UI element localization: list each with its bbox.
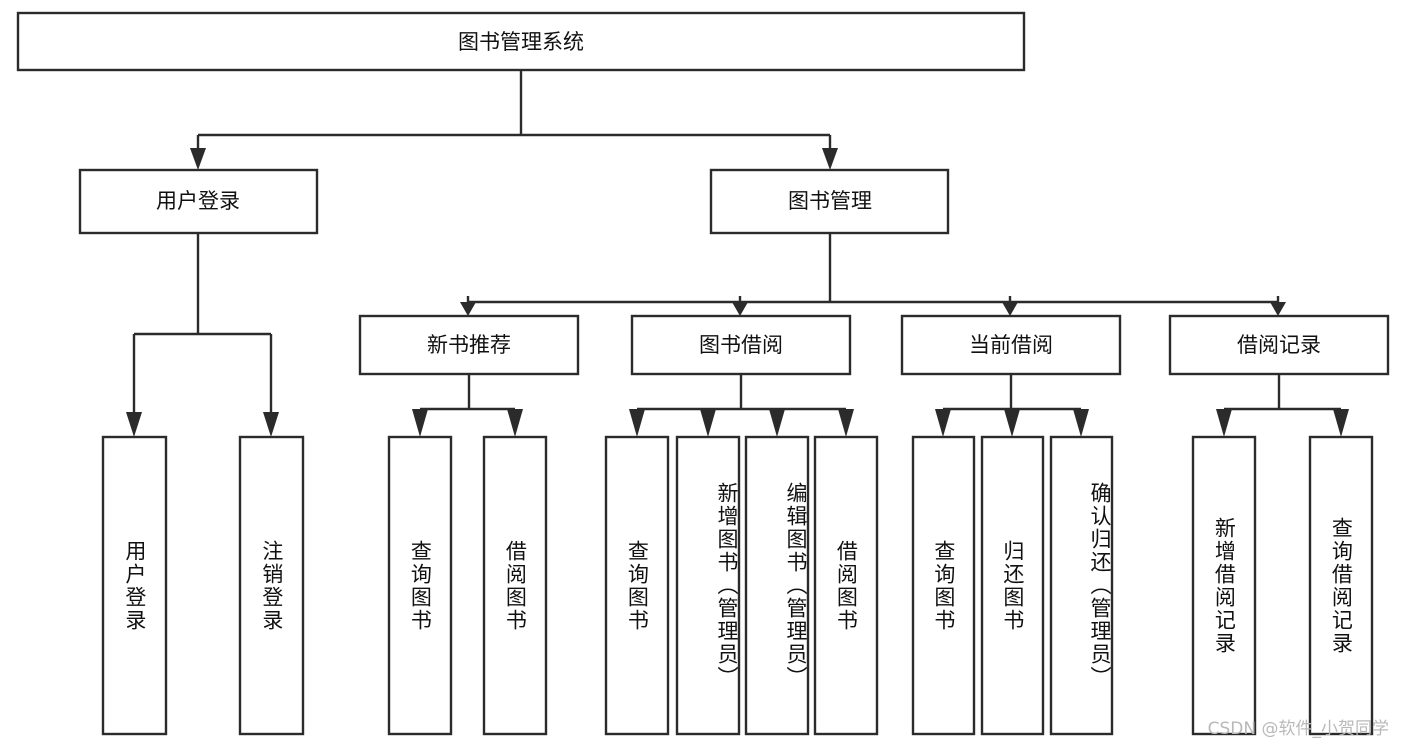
arrow-head-user-login bbox=[190, 148, 206, 170]
arrow-head-borrow-record bbox=[1270, 302, 1286, 316]
arrow-head-leaf-borrow-book-rec bbox=[507, 409, 523, 437]
arrow-head-book-manage bbox=[822, 148, 838, 170]
arrow-head-leaf-query-book-bor bbox=[629, 409, 645, 437]
node-leaf-add-book-box[interactable] bbox=[675, 435, 741, 736]
arrow-head-leaf-user-login bbox=[126, 412, 142, 437]
node-book-manage-box[interactable] bbox=[709, 168, 950, 235]
connector-group-current-borrow bbox=[935, 374, 1089, 437]
node-root[interactable]: 图书管理系统 bbox=[16, 11, 1026, 72]
arrow-head-leaf-add-book bbox=[700, 409, 716, 437]
node-current-borrow-label: 当前借阅 bbox=[969, 333, 1053, 357]
node-user-login-box[interactable] bbox=[78, 168, 319, 235]
connector-group-new-book-recommend bbox=[412, 374, 523, 437]
arrow-head-book-borrow bbox=[732, 302, 748, 316]
node-new-book-recommend-box[interactable] bbox=[358, 314, 580, 376]
node-root-box[interactable] bbox=[16, 11, 1026, 72]
connector-group-borrow-record bbox=[1216, 374, 1349, 437]
connector-group-book-manage bbox=[460, 233, 1286, 316]
node-borrow-record-box[interactable] bbox=[1168, 314, 1390, 376]
node-leaf-return-book-box[interactable] bbox=[980, 435, 1045, 736]
node-new-book-recommend[interactable]: 新书推荐 bbox=[358, 314, 580, 376]
arrow-head-leaf-logout bbox=[263, 412, 279, 437]
arrow-head-leaf-borrow-book-bor bbox=[838, 409, 854, 437]
arrow-head-leaf-query-book-rec bbox=[412, 409, 428, 437]
node-leaf-user-login-box[interactable] bbox=[101, 435, 168, 736]
arrow-head-leaf-query-book-cur bbox=[935, 409, 951, 437]
arrow-head-leaf-edit-book bbox=[769, 409, 785, 437]
connector-group-user-login bbox=[126, 233, 279, 437]
node-leaf-query-book-bor-box[interactable] bbox=[604, 435, 670, 736]
arrow-head-current-borrow bbox=[1002, 302, 1018, 316]
leaf-boxes-group bbox=[101, 435, 1374, 736]
node-leaf-query-book-rec-box[interactable] bbox=[387, 435, 453, 736]
node-book-borrow-label: 图书借阅 bbox=[699, 333, 783, 357]
arrow-head-leaf-add-record bbox=[1216, 409, 1232, 437]
node-leaf-query-book-cur-box[interactable] bbox=[911, 435, 976, 736]
csdn-watermark: CSDN @软件_小贺同学 bbox=[1207, 719, 1389, 739]
node-borrow-record[interactable]: 借阅记录 bbox=[1168, 314, 1390, 376]
arrow-head-new-book-recommend bbox=[460, 302, 476, 316]
node-book-borrow-box[interactable] bbox=[630, 314, 852, 376]
node-borrow-record-label: 借阅记录 bbox=[1237, 333, 1321, 357]
connector-group-book-borrow bbox=[629, 374, 854, 437]
node-book-borrow[interactable]: 图书借阅 bbox=[630, 314, 852, 376]
node-leaf-edit-book-box[interactable] bbox=[744, 435, 810, 736]
node-current-borrow[interactable]: 当前借阅 bbox=[900, 314, 1122, 376]
node-user-login[interactable]: 用户登录 bbox=[78, 168, 319, 235]
arrow-head-leaf-query-record bbox=[1333, 409, 1349, 437]
node-new-book-recommend-label: 新书推荐 bbox=[427, 333, 511, 357]
node-leaf-logout-box[interactable] bbox=[238, 435, 305, 736]
connector-group-root bbox=[190, 70, 838, 170]
node-leaf-confirm-return-box[interactable] bbox=[1049, 435, 1114, 736]
arrow-head-leaf-confirm-return bbox=[1073, 409, 1089, 437]
node-book-manage-label: 图书管理 bbox=[788, 189, 872, 213]
node-leaf-borrow-book-bor-box[interactable] bbox=[813, 435, 879, 736]
node-user-login-label: 用户登录 bbox=[156, 189, 240, 213]
node-current-borrow-box[interactable] bbox=[900, 314, 1122, 376]
arrow-head-leaf-return-book bbox=[1004, 409, 1020, 437]
node-root-label: 图书管理系统 bbox=[458, 30, 584, 54]
node-leaf-add-record-box[interactable] bbox=[1191, 435, 1257, 736]
node-leaf-query-record-box[interactable] bbox=[1308, 435, 1374, 736]
node-leaf-borrow-book-rec-box[interactable] bbox=[482, 435, 548, 736]
node-book-manage[interactable]: 图书管理 bbox=[709, 168, 950, 235]
